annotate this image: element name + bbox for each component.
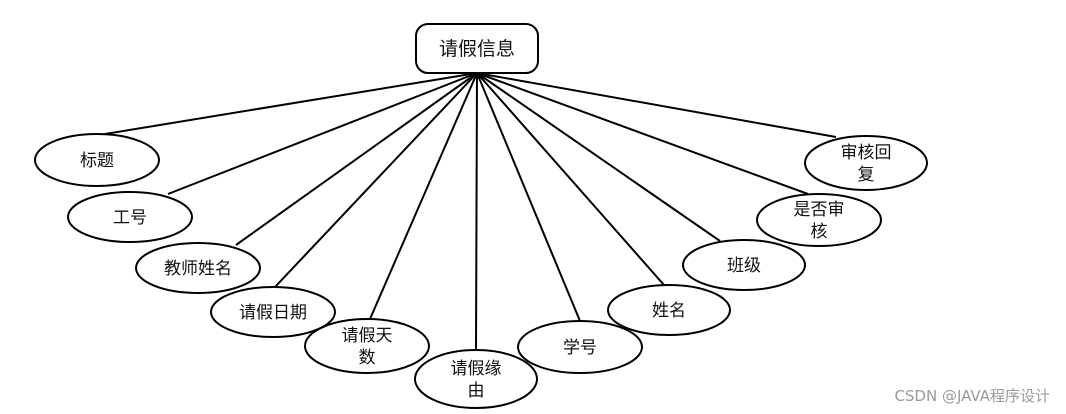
attribute-ellipse <box>414 349 538 409</box>
attribute-xuehao: 学号 <box>517 320 643 374</box>
attribute-ellipse <box>756 193 882 247</box>
attribute-label: 班级 <box>727 256 761 276</box>
attribute-ellipse <box>517 320 643 374</box>
connector-shifoushenhe <box>476 72 809 195</box>
watermark: CSDN @JAVA程序设计 <box>894 387 1050 405</box>
attribute-ellipse <box>34 133 160 187</box>
connector-jiaoshixingming <box>235 72 478 246</box>
attribute-label: 教师姓名 <box>164 259 232 279</box>
connector-banji <box>476 72 721 242</box>
attribute-label: 标题 <box>80 151 114 171</box>
connector-biaoti <box>104 72 478 135</box>
connector-qingjiariqi <box>274 72 478 288</box>
attribute-label: 工号 <box>113 208 147 228</box>
entity-rect <box>415 23 539 74</box>
attribute-label: 审核回 <box>841 143 892 163</box>
attribute-ellipse <box>682 239 806 291</box>
attribute-qingjiariqi: 请假日期 <box>210 286 336 338</box>
connector-shenhehuifu <box>476 72 837 138</box>
attribute-label: 是否审 <box>794 200 845 220</box>
attribute-banji: 班级 <box>682 239 806 291</box>
attribute-gonghao: 工号 <box>67 191 193 243</box>
attribute-label: 数 <box>359 348 376 368</box>
entity-box: 请假信息 <box>415 23 539 74</box>
connector-xingming <box>476 72 665 286</box>
attribute-ellipse <box>135 242 261 294</box>
attribute-label: 复 <box>858 165 875 185</box>
connector-gonghao <box>167 72 478 195</box>
connector-xuehao <box>476 72 581 322</box>
attribute-label: 请假天 <box>342 326 393 346</box>
attribute-label: 请假缘 <box>451 359 502 379</box>
attribute-label: 核 <box>811 222 828 242</box>
attribute-ellipse <box>607 284 731 336</box>
attribute-ellipse <box>67 191 193 243</box>
entity-label: 请假信息 <box>439 38 515 60</box>
attribute-ellipse <box>304 318 430 374</box>
attribute-biaoti: 标题 <box>34 133 160 187</box>
connector-lines <box>104 72 837 351</box>
connector-qingjiayuanyou <box>475 72 478 351</box>
attribute-label: 由 <box>468 381 485 401</box>
connector-qingjiatianshu <box>369 72 478 320</box>
attribute-ellipse <box>804 135 928 191</box>
attribute-xingming: 姓名 <box>607 284 731 336</box>
attribute-label: 请假日期 <box>239 303 307 323</box>
attribute-label: 姓名 <box>652 301 686 321</box>
attribute-label: 学号 <box>563 338 597 358</box>
attribute-ellipse <box>210 286 336 338</box>
attribute-jiaoshixingming: 教师姓名 <box>135 242 261 294</box>
